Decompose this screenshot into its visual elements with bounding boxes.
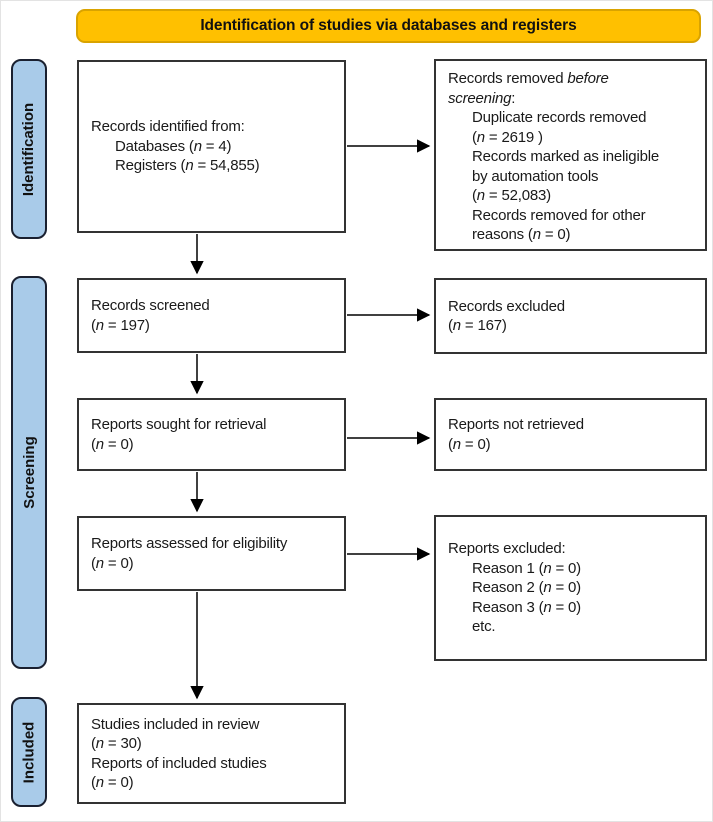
- box-records-removed: Records removed before screening: Duplicat…: [434, 59, 707, 251]
- box-reports-not-retrieved-text: Reports not retrieved (n = 0): [448, 415, 699, 454]
- box-reports-assessed-text: Reports assessed for eligibility (n = 0): [91, 534, 338, 573]
- text-line: Reports not retrieved: [448, 416, 584, 433]
- text-line: etc.: [472, 618, 496, 636]
- box-records-excluded-text: Records excluded (n = 167): [448, 297, 699, 336]
- box-reports-assessed: Reports assessed for eligibility (n = 0): [77, 516, 346, 591]
- text-line: Records removed before: [448, 70, 609, 87]
- box-reports-sought: Reports sought for retrieval (n = 0): [77, 398, 346, 471]
- box-records-identified-text: Records identified from:Databases (n = 4…: [91, 117, 338, 176]
- stage-screening-text: Screening: [20, 436, 38, 509]
- text-line: Reason 1 (n = 0): [472, 559, 581, 577]
- text-line: Records identified from:: [91, 118, 245, 136]
- box-records-screened: Records screened (n = 197): [77, 278, 346, 353]
- stage-label-identification: Identification: [11, 59, 47, 239]
- stage-included-text: Included: [20, 721, 38, 783]
- text-line: Registers (n = 54,855): [115, 157, 260, 175]
- stage-label-screening: Screening: [11, 276, 47, 669]
- text-line: Records excluded: [448, 297, 565, 315]
- stage-identification-text: Identification: [20, 102, 38, 196]
- box-reports-excluded-text: Reports excluded:Reason 1 (n = 0) Reason …: [448, 539, 699, 637]
- banner-label: Identification of studies via databases …: [200, 17, 577, 34]
- text-line: (n = 197): [91, 316, 150, 334]
- box-records-identified: Records identified from:Databases (n = 4…: [77, 60, 346, 233]
- box-reports-excluded: Reports excluded:Reason 1 (n = 0) Reason …: [434, 515, 707, 661]
- text-line: (n = 2619 ): [472, 128, 543, 146]
- text-line: Databases (n = 4): [115, 137, 232, 155]
- box-studies-included: Studies included in review (n = 30) Report…: [77, 703, 346, 804]
- text-line: (n = 52,083): [472, 187, 551, 204]
- text-line: Reason 2 (n = 0): [472, 579, 581, 597]
- text-line: Duplicate records removed: [472, 109, 647, 126]
- text-line: (n = 0): [91, 435, 134, 453]
- box-records-removed-text: Records removed before screening: Duplicat…: [448, 69, 699, 245]
- text-line: reasons (n = 0): [472, 226, 571, 243]
- text-line: Reports of included studies: [91, 754, 267, 772]
- text-line: Records removed for other: [472, 206, 646, 224]
- box-studies-included-text: Studies included in review (n = 30) Report…: [91, 715, 338, 793]
- text-line: Records marked as ineligible: [472, 148, 659, 165]
- text-line: (n = 167): [448, 317, 507, 334]
- box-reports-not-retrieved: Reports not retrieved (n = 0): [434, 398, 707, 471]
- text-line: Reason 3 (n = 0): [472, 598, 581, 616]
- box-records-excluded: Records excluded (n = 167): [434, 278, 707, 354]
- text-line: Studies included in review: [91, 715, 260, 733]
- text-line: Reports excluded:: [448, 540, 566, 558]
- text-line: by automation tools: [472, 167, 599, 185]
- text-line: Reports assessed for eligibility: [91, 535, 288, 552]
- text-line: Reports sought for retrieval: [91, 416, 267, 433]
- text-line: Records screened: [91, 297, 210, 314]
- text-line: (n = 0): [91, 554, 134, 572]
- text-line: screening:: [448, 89, 516, 107]
- box-records-screened-text: Records screened (n = 197): [91, 296, 338, 335]
- box-reports-sought-text: Reports sought for retrieval (n = 0): [91, 415, 338, 454]
- stage-label-included: Included: [11, 697, 47, 807]
- text-line: (n = 0): [91, 774, 134, 791]
- text-line: (n = 0): [448, 435, 491, 453]
- banner: Identification of studies via databases …: [76, 9, 701, 43]
- text-line: (n = 30): [91, 735, 142, 752]
